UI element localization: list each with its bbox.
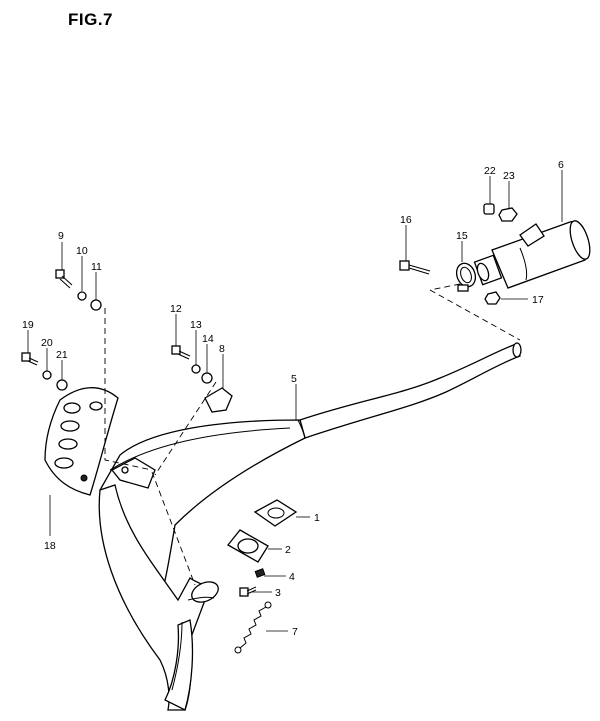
callout-6: 6 <box>558 159 564 171</box>
bolt-9 <box>55 269 73 289</box>
expansion-chamber <box>98 342 522 711</box>
callout-12: 12 <box>170 303 182 315</box>
callout-14: 14 <box>202 333 214 345</box>
bracket-8 <box>204 387 233 413</box>
callout-17: 17 <box>532 294 544 306</box>
callout-11: 11 <box>91 261 102 273</box>
bolt-3 <box>239 586 257 597</box>
callout-15: 15 <box>456 230 468 242</box>
leader-lines <box>27 170 563 632</box>
bolt-19 <box>21 352 39 366</box>
callout-5: 5 <box>291 373 297 385</box>
washer-20 <box>42 370 52 380</box>
nut-23 <box>498 207 518 222</box>
callout-2: 2 <box>285 544 291 556</box>
washer-21 <box>56 379 68 391</box>
nut-17 <box>484 291 501 305</box>
callout-23: 23 <box>503 170 515 182</box>
callout-1: 1 <box>314 512 320 524</box>
nut-4 <box>254 568 266 578</box>
callout-7: 7 <box>292 626 298 638</box>
callout-9: 9 <box>58 230 64 242</box>
callout-3: 3 <box>275 587 281 599</box>
callout-10: 10 <box>76 245 88 257</box>
figure-title: FIG.7 <box>68 10 114 29</box>
flange-2 <box>227 529 269 563</box>
bolt-16 <box>399 260 431 275</box>
clamp <box>455 262 477 292</box>
bolt-12 <box>171 345 191 360</box>
silencer <box>473 220 591 289</box>
washer-13 <box>191 364 201 374</box>
grommet-22 <box>483 203 495 215</box>
gasket-1 <box>253 499 298 527</box>
callout-21: 21 <box>56 349 68 361</box>
callout-4: 4 <box>289 571 295 583</box>
washer-11 <box>90 299 102 311</box>
washer-10 <box>77 291 87 301</box>
spring-7 <box>234 601 272 654</box>
callout-18: 18 <box>44 540 56 552</box>
callout-8: 8 <box>219 343 225 355</box>
heat-shield <box>44 387 119 496</box>
callout-13: 13 <box>190 319 202 331</box>
callout-16: 16 <box>400 214 412 226</box>
callout-20: 20 <box>41 337 53 349</box>
washer-14 <box>201 372 213 384</box>
callout-22: 22 <box>484 165 496 177</box>
callout-19: 19 <box>22 319 34 331</box>
